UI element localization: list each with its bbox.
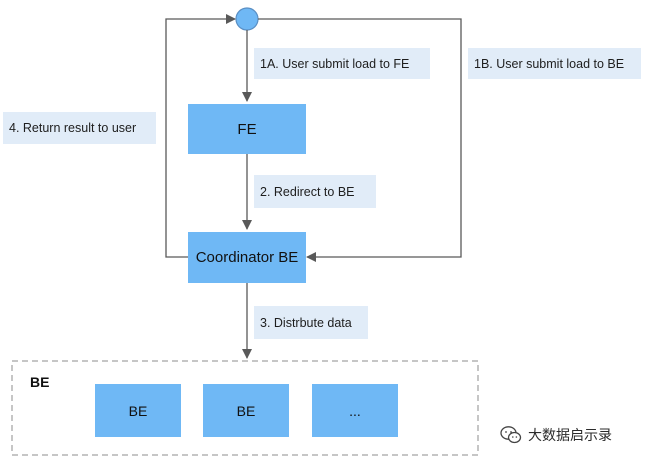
- label-distribute: 3. Distrbute data: [254, 306, 368, 339]
- watermark: 大数据启示录: [500, 424, 612, 446]
- watermark-text: 大数据启示录: [528, 427, 612, 443]
- edge-submit-be: [258, 18, 462, 262]
- user-start-node: [235, 7, 259, 31]
- label-submit-fe: 1A. User submit load to FE: [254, 48, 430, 79]
- be-group-title: BE: [30, 374, 50, 390]
- be-node-1: BE: [95, 384, 181, 437]
- label-redirect: 2. Redirect to BE: [254, 175, 376, 208]
- fe-node: FE: [188, 104, 306, 154]
- coordinator-be-node: Coordinator BE: [188, 232, 306, 283]
- label-return: 4. Return result to user: [3, 112, 156, 144]
- be-group-container: [11, 360, 479, 456]
- edge-return: [165, 14, 236, 258]
- wechat-icon: [500, 426, 522, 444]
- label-submit-be: 1B. User submit load to BE: [468, 48, 641, 79]
- be-node-2: BE: [203, 384, 289, 437]
- be-node-more: ...: [312, 384, 398, 437]
